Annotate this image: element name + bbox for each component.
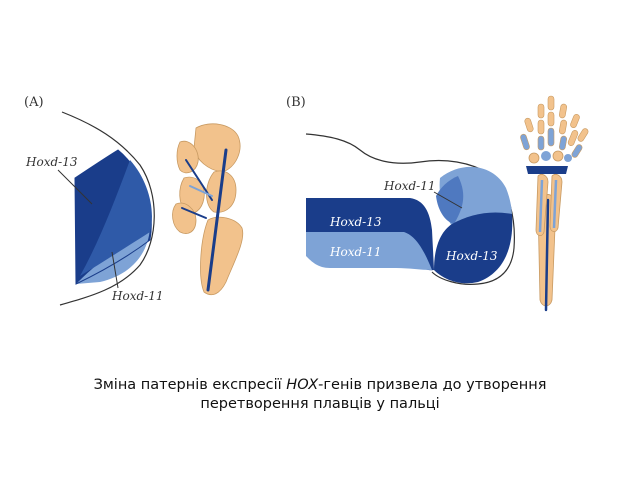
panel-a-label: (A) xyxy=(24,95,44,110)
limb-b-bud-hoxd13 xyxy=(434,212,513,284)
label-b-hoxd13-band: Hoxd-13 xyxy=(329,215,382,229)
limb-b-hoxd11-band xyxy=(306,232,432,270)
panel-b-label: (B) xyxy=(286,95,306,110)
fin-a-outline xyxy=(59,111,155,306)
caption-line1-before: Зміна патернів експресії xyxy=(93,377,287,393)
label-b-hoxd11-band: Hoxd-11 xyxy=(329,245,381,259)
label-a-hoxd11: Hoxd-11 xyxy=(111,289,163,303)
label-a-hoxd13: Hoxd-13 xyxy=(25,155,78,169)
label-b-hoxd13-bud: Hoxd-13 xyxy=(445,249,498,263)
label-b-hoxd11-upper: Hoxd-11 xyxy=(383,179,435,193)
figure-caption: Зміна патернів експресії HOX-генів призв… xyxy=(60,376,580,414)
caption-hox-italic: HOX xyxy=(286,377,319,393)
caption-line1-after: -генів призвела до утворення xyxy=(318,377,547,393)
limb-b-skeleton xyxy=(520,95,589,312)
caption-line2: перетворення плавців у пальці xyxy=(200,396,440,412)
fin-a-skeleton xyxy=(172,123,244,296)
fin-a-mid-region xyxy=(80,160,152,276)
